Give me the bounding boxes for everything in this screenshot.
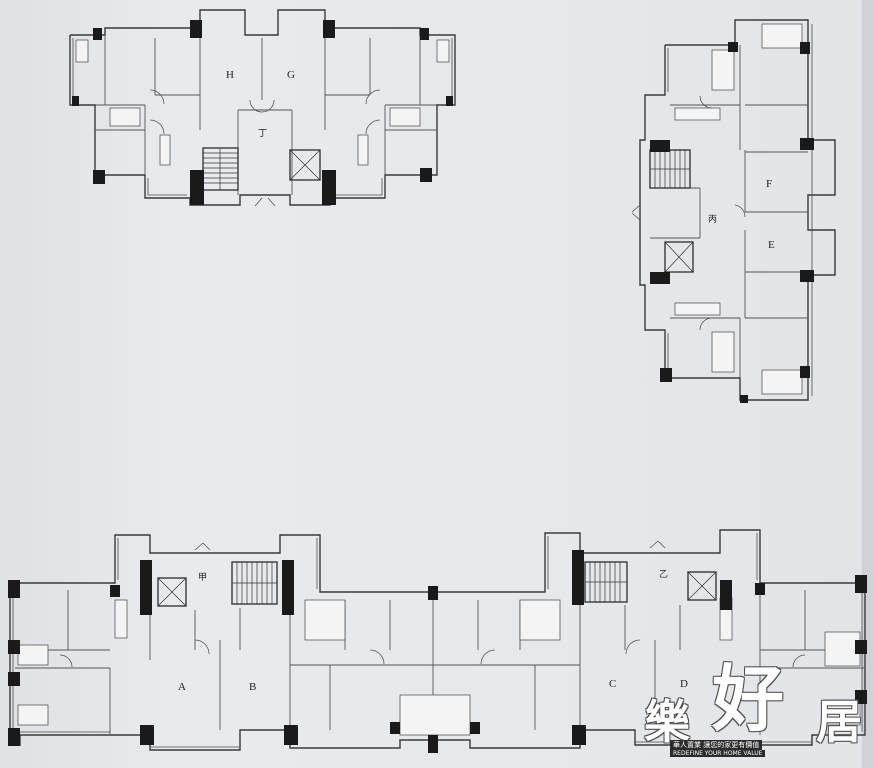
plan-block-right: F 丙 E bbox=[631, 19, 836, 403]
plan-block-top-left: H G 丁 bbox=[69, 9, 456, 207]
core-label-ding: 丁 bbox=[258, 128, 267, 138]
unit-label-h: H bbox=[226, 69, 234, 81]
watermark-tagline-cn: 華人置業 讓您的家更有價值 bbox=[670, 740, 763, 750]
unit-label-a: A bbox=[178, 681, 186, 693]
watermark-tagline-en: REDEFINE YOUR HOME VALUE bbox=[670, 750, 766, 757]
unit-label-d: D bbox=[680, 678, 688, 690]
plan-block-bottom: A B 甲 乙 C D bbox=[8, 529, 867, 753]
core-label-jia: 甲 bbox=[198, 572, 207, 582]
watermark-logo: 樂 好 居 華人置業 讓您的家更有價值 REDEFINE YOUR HOME V… bbox=[640, 640, 862, 765]
core-label-bing: 丙 bbox=[708, 214, 717, 224]
unit-label-f: F bbox=[766, 178, 772, 190]
watermark-char-hao: 好 bbox=[712, 656, 785, 741]
unit-label-c: C bbox=[609, 678, 616, 690]
unit-label-b: B bbox=[249, 681, 256, 693]
unit-label-e: E bbox=[768, 239, 775, 251]
core-label-yi: 乙 bbox=[659, 569, 668, 579]
watermark-char-ju: 居 bbox=[816, 695, 862, 749]
unit-label-g: G bbox=[287, 69, 295, 81]
